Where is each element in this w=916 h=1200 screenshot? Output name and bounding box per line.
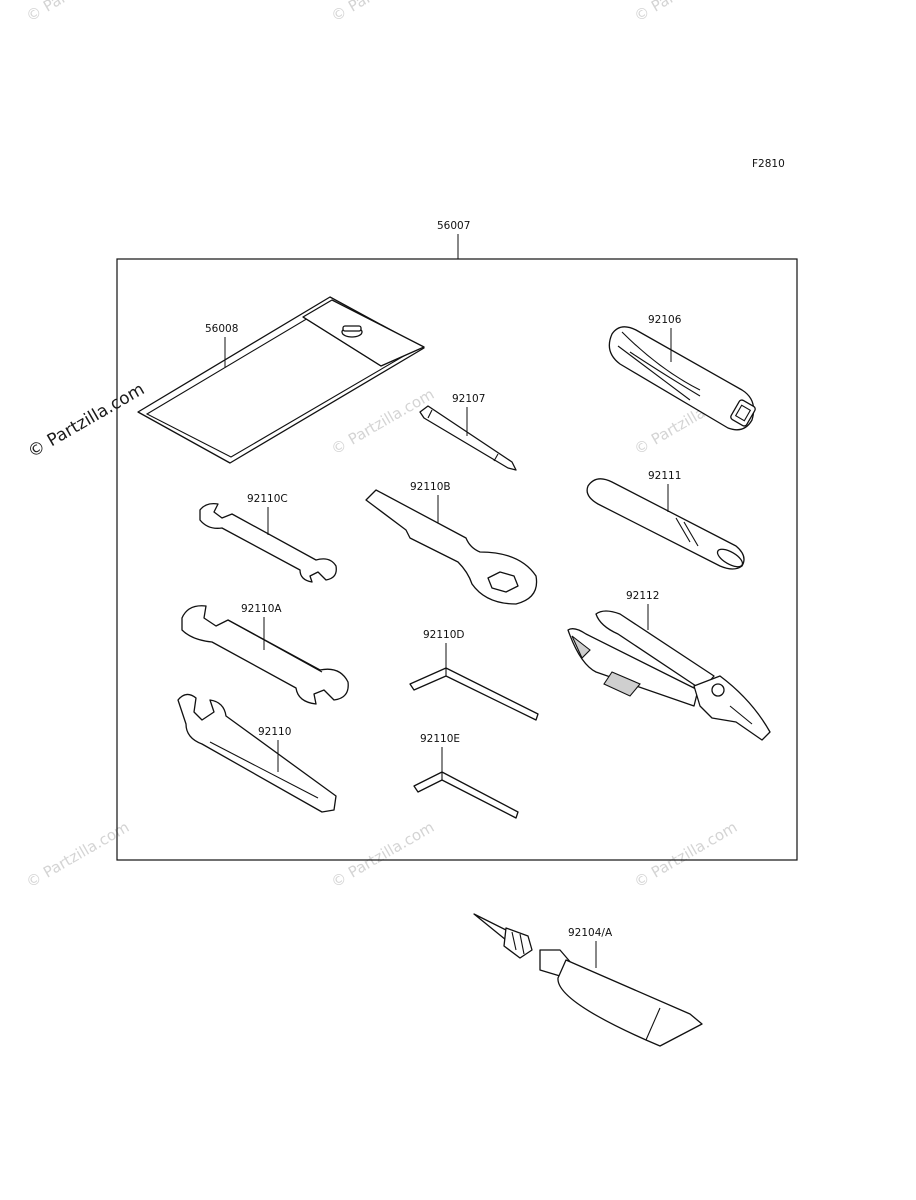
watermark: © Partzilla.com xyxy=(328,0,437,25)
part-label-92110: 92110 xyxy=(258,726,291,738)
part-label-92110D: 92110D xyxy=(423,629,465,641)
extension-tube xyxy=(586,478,745,570)
tool-pouch xyxy=(137,296,425,464)
screwdriver-bit xyxy=(419,405,517,471)
watermark-layer: © Partzilla.com © Partzilla.com © Partzi… xyxy=(23,0,740,891)
watermark: © Partzilla.com xyxy=(328,818,437,891)
hex-key-large xyxy=(409,667,539,721)
watermark: © Partzilla.com xyxy=(631,0,740,25)
part-label-92110A: 92110A xyxy=(241,603,282,615)
watermark: © Partzilla.com xyxy=(23,818,132,891)
grease-tube xyxy=(473,913,703,1047)
watermark: © Partzilla.com xyxy=(631,818,740,891)
hook-wrench xyxy=(177,693,337,813)
part-label-92107: 92107 xyxy=(452,393,485,405)
part-label-92104A: 92104/A xyxy=(568,927,613,939)
hex-key-small xyxy=(413,771,519,819)
kit-frame xyxy=(116,258,798,861)
screwdriver-handle xyxy=(608,326,756,431)
part-label-92112: 92112 xyxy=(626,590,659,602)
part-label-92110B: 92110B xyxy=(410,481,451,493)
large-open-end-wrench xyxy=(181,605,349,705)
part-label-92110C: 92110C xyxy=(247,493,288,505)
part-label-92111: 92111 xyxy=(648,470,681,482)
part-label-92110E: 92110E xyxy=(420,733,460,745)
part-label-92106: 92106 xyxy=(648,314,682,326)
ring-spanner xyxy=(365,489,538,605)
kit-label: 56007 xyxy=(437,220,470,232)
figure-code: F2810 xyxy=(752,158,785,170)
pliers xyxy=(567,610,771,741)
watermark-main: © Partzilla.com xyxy=(25,379,149,462)
watermark: © Partzilla.com xyxy=(23,0,132,25)
watermark: © Partzilla.com xyxy=(328,385,437,458)
small-open-end-wrench xyxy=(199,502,337,583)
part-label-56008: 56008 xyxy=(205,323,238,335)
